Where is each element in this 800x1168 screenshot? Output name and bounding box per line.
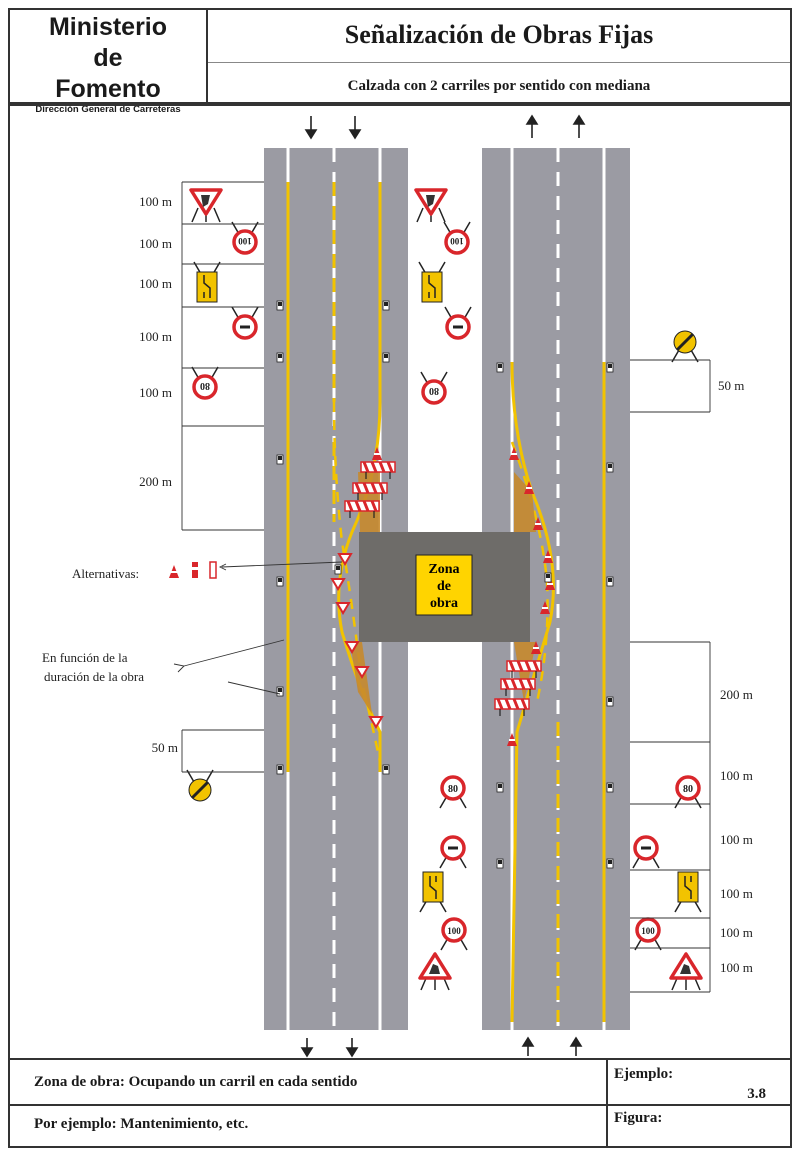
right-dist-7: 100 m bbox=[720, 960, 753, 975]
left-signs: 100 100 80 80 bbox=[185, 188, 473, 803]
ministry-logo-block: Ministerio de Fomento Dirección General … bbox=[8, 8, 208, 115]
title-block: Señalización de Obras Fijas Calzada con … bbox=[206, 8, 792, 104]
left-dist-2: 100 m bbox=[139, 236, 172, 251]
left-dist-3: 100 m bbox=[139, 276, 172, 291]
right-dist-5: 100 m bbox=[720, 886, 753, 901]
left-dist-1: 100 m bbox=[139, 194, 172, 209]
org-subtitle: Dirección General de Carreteras bbox=[35, 104, 181, 115]
org-line-3: Fomento bbox=[55, 75, 161, 103]
footer-example-label: Ejemplo: bbox=[614, 1066, 674, 1082]
zone-label-3: obra bbox=[430, 596, 458, 611]
sign-100-right: 100 bbox=[641, 926, 655, 936]
right-dimensions bbox=[630, 359, 711, 993]
zone-label-1: Zona bbox=[428, 562, 459, 577]
diagram-frame: Zona de obra bbox=[8, 104, 792, 1060]
org-line-2: de bbox=[93, 44, 123, 72]
direction-arrows bbox=[300, 114, 586, 1058]
right-dist-1: 50 m bbox=[718, 378, 744, 393]
org-line-1: Ministerio bbox=[48, 13, 168, 41]
footer-example-value: 3.8 bbox=[747, 1086, 766, 1102]
left-dist-6: 200 m bbox=[139, 474, 172, 489]
page-title: Señalización de Obras Fijas bbox=[344, 20, 654, 49]
left-distance-labels: 100 m 100 m 100 m 100 m 100 m 200 m 50 m bbox=[139, 194, 178, 755]
right-dist-3: 100 m bbox=[720, 768, 753, 783]
left-dist-4: 100 m bbox=[139, 329, 172, 344]
duration-label-1: En función de la bbox=[42, 650, 128, 665]
sign-100-left: 100 bbox=[238, 236, 252, 246]
page-subtitle: Calzada con 2 carriles por sentido con m… bbox=[347, 78, 651, 94]
left-dimensions bbox=[181, 181, 264, 773]
sign-80-right: 80 bbox=[683, 784, 693, 795]
duration-label-2: duración de la obra bbox=[44, 669, 144, 684]
right-dist-4: 100 m bbox=[720, 832, 753, 847]
road-diagram: Zona de obra bbox=[42, 114, 753, 1058]
footer-figure-box: Figura: bbox=[606, 1104, 792, 1148]
right-dist-2: 200 m bbox=[720, 687, 753, 702]
right-dist-6: 100 m bbox=[720, 925, 753, 940]
work-zone: Zona de obra bbox=[359, 532, 530, 642]
footer-zone-text: Zona de obra: Ocupando un carril en cada… bbox=[34, 1074, 358, 1090]
right-carriageway bbox=[482, 148, 630, 1030]
footer-zone-box: Zona de obra: Ocupando un carril en cada… bbox=[8, 1058, 608, 1106]
title-divider bbox=[208, 62, 790, 63]
sign-100-median: 100 bbox=[450, 236, 464, 246]
zone-label-2: de bbox=[437, 579, 451, 594]
sign-100-median-right: 100 bbox=[447, 926, 461, 936]
right-signs: 80 80 100 100 bbox=[418, 329, 703, 992]
footer-example-box: Ejemplo: 3.8 bbox=[606, 1058, 792, 1106]
left-dist-7: 50 m bbox=[152, 740, 178, 755]
left-dist-5: 100 m bbox=[139, 385, 172, 400]
sign-80-median-right: 80 bbox=[448, 784, 458, 795]
alternatives-legend: Alternativas: bbox=[72, 561, 343, 581]
footer-example-text: Por ejemplo: Mantenimiento, etc. bbox=[34, 1116, 249, 1132]
footer-figure-label: Figura: bbox=[614, 1110, 663, 1126]
right-distance-labels: 50 m 200 m 100 m 100 m 100 m 100 m 100 m bbox=[718, 378, 753, 975]
footer-example-text-box: Por ejemplo: Mantenimiento, etc. bbox=[8, 1104, 608, 1148]
alternatives-label: Alternativas: bbox=[72, 566, 139, 581]
sign-80-left: 80 bbox=[200, 380, 210, 391]
duration-note: En función de la duración de la obra bbox=[42, 639, 285, 695]
sign-80-median: 80 bbox=[429, 385, 439, 396]
